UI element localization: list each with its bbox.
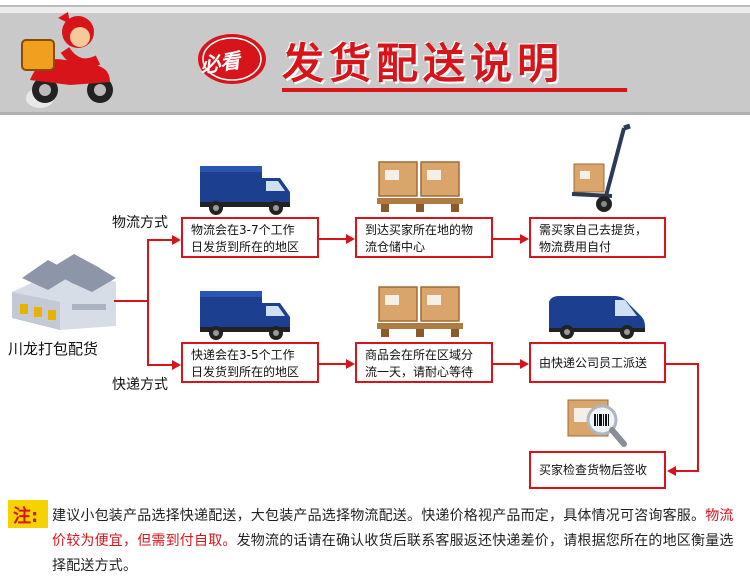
express-step2-line2: 流一天，请耐心等待	[365, 365, 474, 379]
connector-source	[114, 300, 148, 302]
barcode-scan-icon	[567, 399, 627, 447]
must-read-text: 必看	[198, 48, 242, 78]
page-title: 发货配送说明	[282, 39, 565, 88]
arrow-logistics-step3	[520, 234, 529, 244]
arrow-express-step4	[667, 466, 676, 476]
van-icon	[549, 296, 645, 339]
delivery-courier-icon	[21, 12, 113, 108]
express-step4-line1: 买家检查货物后签收	[539, 463, 648, 477]
hand-truck-icon	[571, 123, 631, 212]
connector-express-down-h	[666, 363, 698, 365]
connector-express-2-3	[493, 363, 521, 365]
logistics-step1-box: 物流会在3-7个工作 日发货到所在的地区	[181, 217, 319, 258]
arrow-express-step1	[172, 360, 181, 370]
header-banner	[0, 5, 750, 115]
arrow-logistics-step2	[346, 234, 355, 244]
connector-logistics-2-3	[493, 238, 521, 240]
express-step1-line2: 日发货到所在的地区	[191, 365, 300, 379]
boxes-icon	[377, 286, 463, 337]
connector-logistics-branch	[147, 239, 173, 241]
logistics-step3-line1: 需买家自己去提货，	[539, 223, 648, 237]
connector-express-1-2	[319, 363, 347, 365]
logistics-step2-line2: 流仓储中心	[365, 240, 426, 254]
connector-express-down-v	[697, 363, 699, 471]
connector-branch-vertical	[147, 239, 149, 365]
express-step1-line1: 快递会在3-5个工作	[191, 348, 295, 362]
source-label: 川龙打包配货	[8, 340, 99, 358]
express-step1-box: 快递会在3-5个工作 日发货到所在的地区	[181, 342, 319, 383]
express-label: 快递方式	[112, 377, 168, 393]
express-step3-line1: 由快递公司员工派送	[539, 356, 648, 370]
boxes-icon	[377, 161, 463, 212]
logistics-step1-line2: 日发货到所在的地区	[191, 240, 300, 254]
express-step2-line1: 商品会在所在区域分	[365, 348, 474, 362]
note-badge: 注:	[8, 500, 48, 528]
express-step3-box: 由快递公司员工派送	[529, 342, 666, 383]
arrow-express-step3	[520, 359, 529, 369]
logistics-step3-line2: 物流费用自付	[539, 240, 612, 254]
note-badge-text: 注:	[13, 506, 39, 527]
truck-icon	[200, 166, 290, 215]
warehouse-icon	[12, 254, 116, 330]
logistics-step2-box: 到达买家所在地的物 流仓储中心	[355, 217, 493, 258]
note-text-before: 建议小包装产品选择快递配送，大包装产品选择物流配送。快递价格视产品而定，具体情况…	[52, 508, 706, 524]
connector-express-branch	[147, 364, 173, 366]
truck-icon	[200, 291, 290, 340]
connector-express-down-back	[676, 470, 699, 472]
banner-stripe	[0, 7, 750, 13]
logistics-step3-box: 需买家自己去提货， 物流费用自付	[529, 217, 666, 258]
logistics-step2-line1: 到达买家所在地的物	[365, 223, 474, 237]
logistics-step1-line1: 物流会在3-7个工作	[191, 223, 295, 237]
arrow-logistics-step1	[172, 235, 181, 245]
express-step2-box: 商品会在所在区域分 流一天，请耐心等待	[355, 342, 493, 383]
title-underline	[282, 88, 627, 92]
express-step4-box: 买家检查货物后签收	[529, 451, 666, 489]
arrow-express-step2	[346, 359, 355, 369]
note-text: 建议小包装产品选择快递配送，大包装产品选择物流配送。快递价格视产品而定，具体情况…	[52, 504, 742, 579]
connector-logistics-1-2	[319, 238, 347, 240]
note-text-after: 发物流的话请在确认收货后联系客服返还快递差价，请根据您所在的地区衡量选择配送方式…	[52, 533, 734, 574]
note-highlight: 物流价较为便宜，但需到付自取。	[52, 508, 734, 549]
logistics-label: 物流方式	[112, 215, 168, 231]
must-read-badge	[198, 34, 266, 84]
